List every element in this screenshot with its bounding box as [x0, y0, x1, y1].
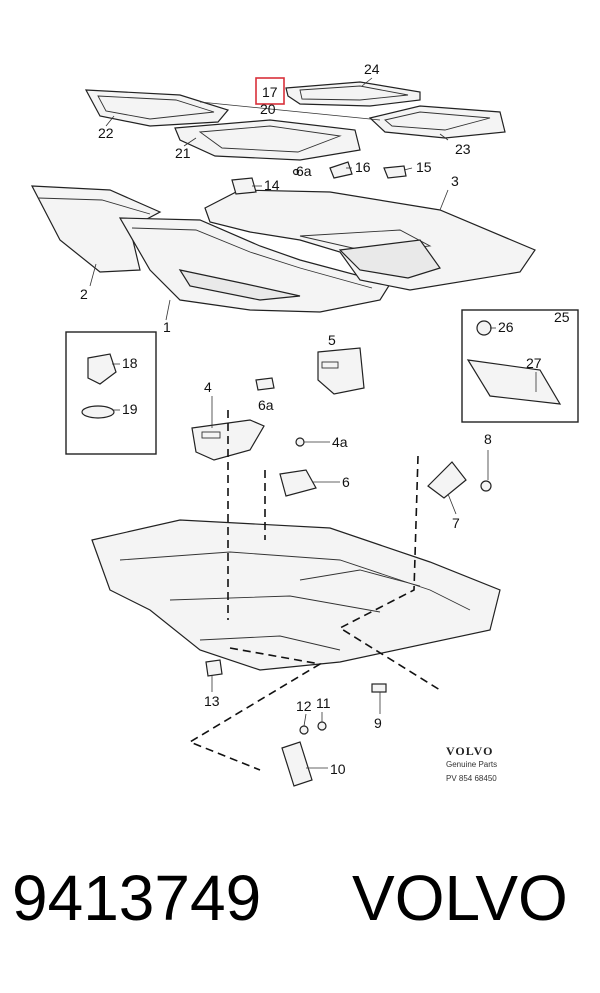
- plug-9: [371, 683, 387, 693]
- volvo-logo-text: VOLVO: [446, 744, 493, 758]
- inset-box-25: [461, 309, 579, 423]
- callout-6: 6: [342, 474, 350, 490]
- callout-3: 3: [451, 173, 459, 189]
- block-6: [279, 469, 317, 497]
- callout-16: 16: [355, 159, 371, 175]
- hinge-7: [427, 461, 467, 499]
- callout-1: 1: [163, 319, 171, 335]
- clip-6a-mid: [255, 377, 275, 391]
- carpet-3: [204, 189, 536, 291]
- callout-8: 8: [484, 431, 492, 447]
- clip-8: [480, 480, 492, 492]
- callout-27: 27: [526, 355, 542, 371]
- callout-18: 18: [122, 355, 138, 371]
- highlight-box: [255, 77, 285, 105]
- callout-17-highlighted: 17: [262, 84, 278, 100]
- callout-20: 20: [260, 101, 276, 117]
- callout-10: 10: [330, 761, 346, 777]
- callout-5: 5: [328, 332, 336, 348]
- fastener-6a-top: [292, 168, 300, 176]
- screw-4a: [295, 437, 305, 447]
- washer-12: [299, 725, 309, 735]
- callout-7: 7: [452, 515, 460, 531]
- floor-pan: [91, 519, 501, 671]
- dash-line-c: [338, 455, 441, 691]
- floor-mat-21: [174, 119, 361, 161]
- clip-16: [329, 161, 353, 179]
- publication-code: PV 854 68450: [446, 774, 497, 783]
- callout-13: 13: [204, 693, 220, 709]
- floor-mat-22: [84, 89, 230, 127]
- floor-mat-24: [285, 81, 421, 107]
- callout-21: 21: [175, 145, 191, 161]
- callout-6a-mid: 6a: [258, 397, 274, 413]
- callout-23: 23: [455, 141, 471, 157]
- dash-line-d: [188, 647, 323, 771]
- carpet-1: [118, 217, 391, 313]
- carpet-2: [30, 185, 162, 273]
- clip-14: [231, 177, 257, 195]
- floor-mat-23: [368, 105, 506, 139]
- callout-22: 22: [98, 125, 114, 141]
- callout-26: 26: [498, 319, 514, 335]
- inset-box-18-19: [65, 331, 157, 455]
- callout-9: 9: [374, 715, 382, 731]
- genuine-parts-text: Genuine Parts: [446, 760, 497, 769]
- callout-6a-top: 6a: [296, 163, 312, 179]
- callout-14: 14: [264, 177, 280, 193]
- callout-12: 12: [296, 698, 312, 714]
- flap-10: [281, 741, 313, 787]
- clip-13: [205, 659, 223, 677]
- screw-11: [317, 721, 327, 731]
- clip-15: [383, 165, 407, 179]
- part-number: 9413749: [12, 862, 262, 934]
- callout-24: 24: [364, 61, 380, 77]
- callout-25: 25: [554, 309, 570, 325]
- bracket-5: [317, 347, 365, 395]
- callout-4: 4: [204, 379, 212, 395]
- callout-15: 15: [416, 159, 432, 175]
- callout-11: 11: [316, 695, 331, 711]
- callout-2: 2: [80, 286, 88, 302]
- callout-4a: 4a: [332, 434, 348, 450]
- brand-name: VOLVO: [352, 862, 568, 934]
- callout-19: 19: [122, 401, 138, 417]
